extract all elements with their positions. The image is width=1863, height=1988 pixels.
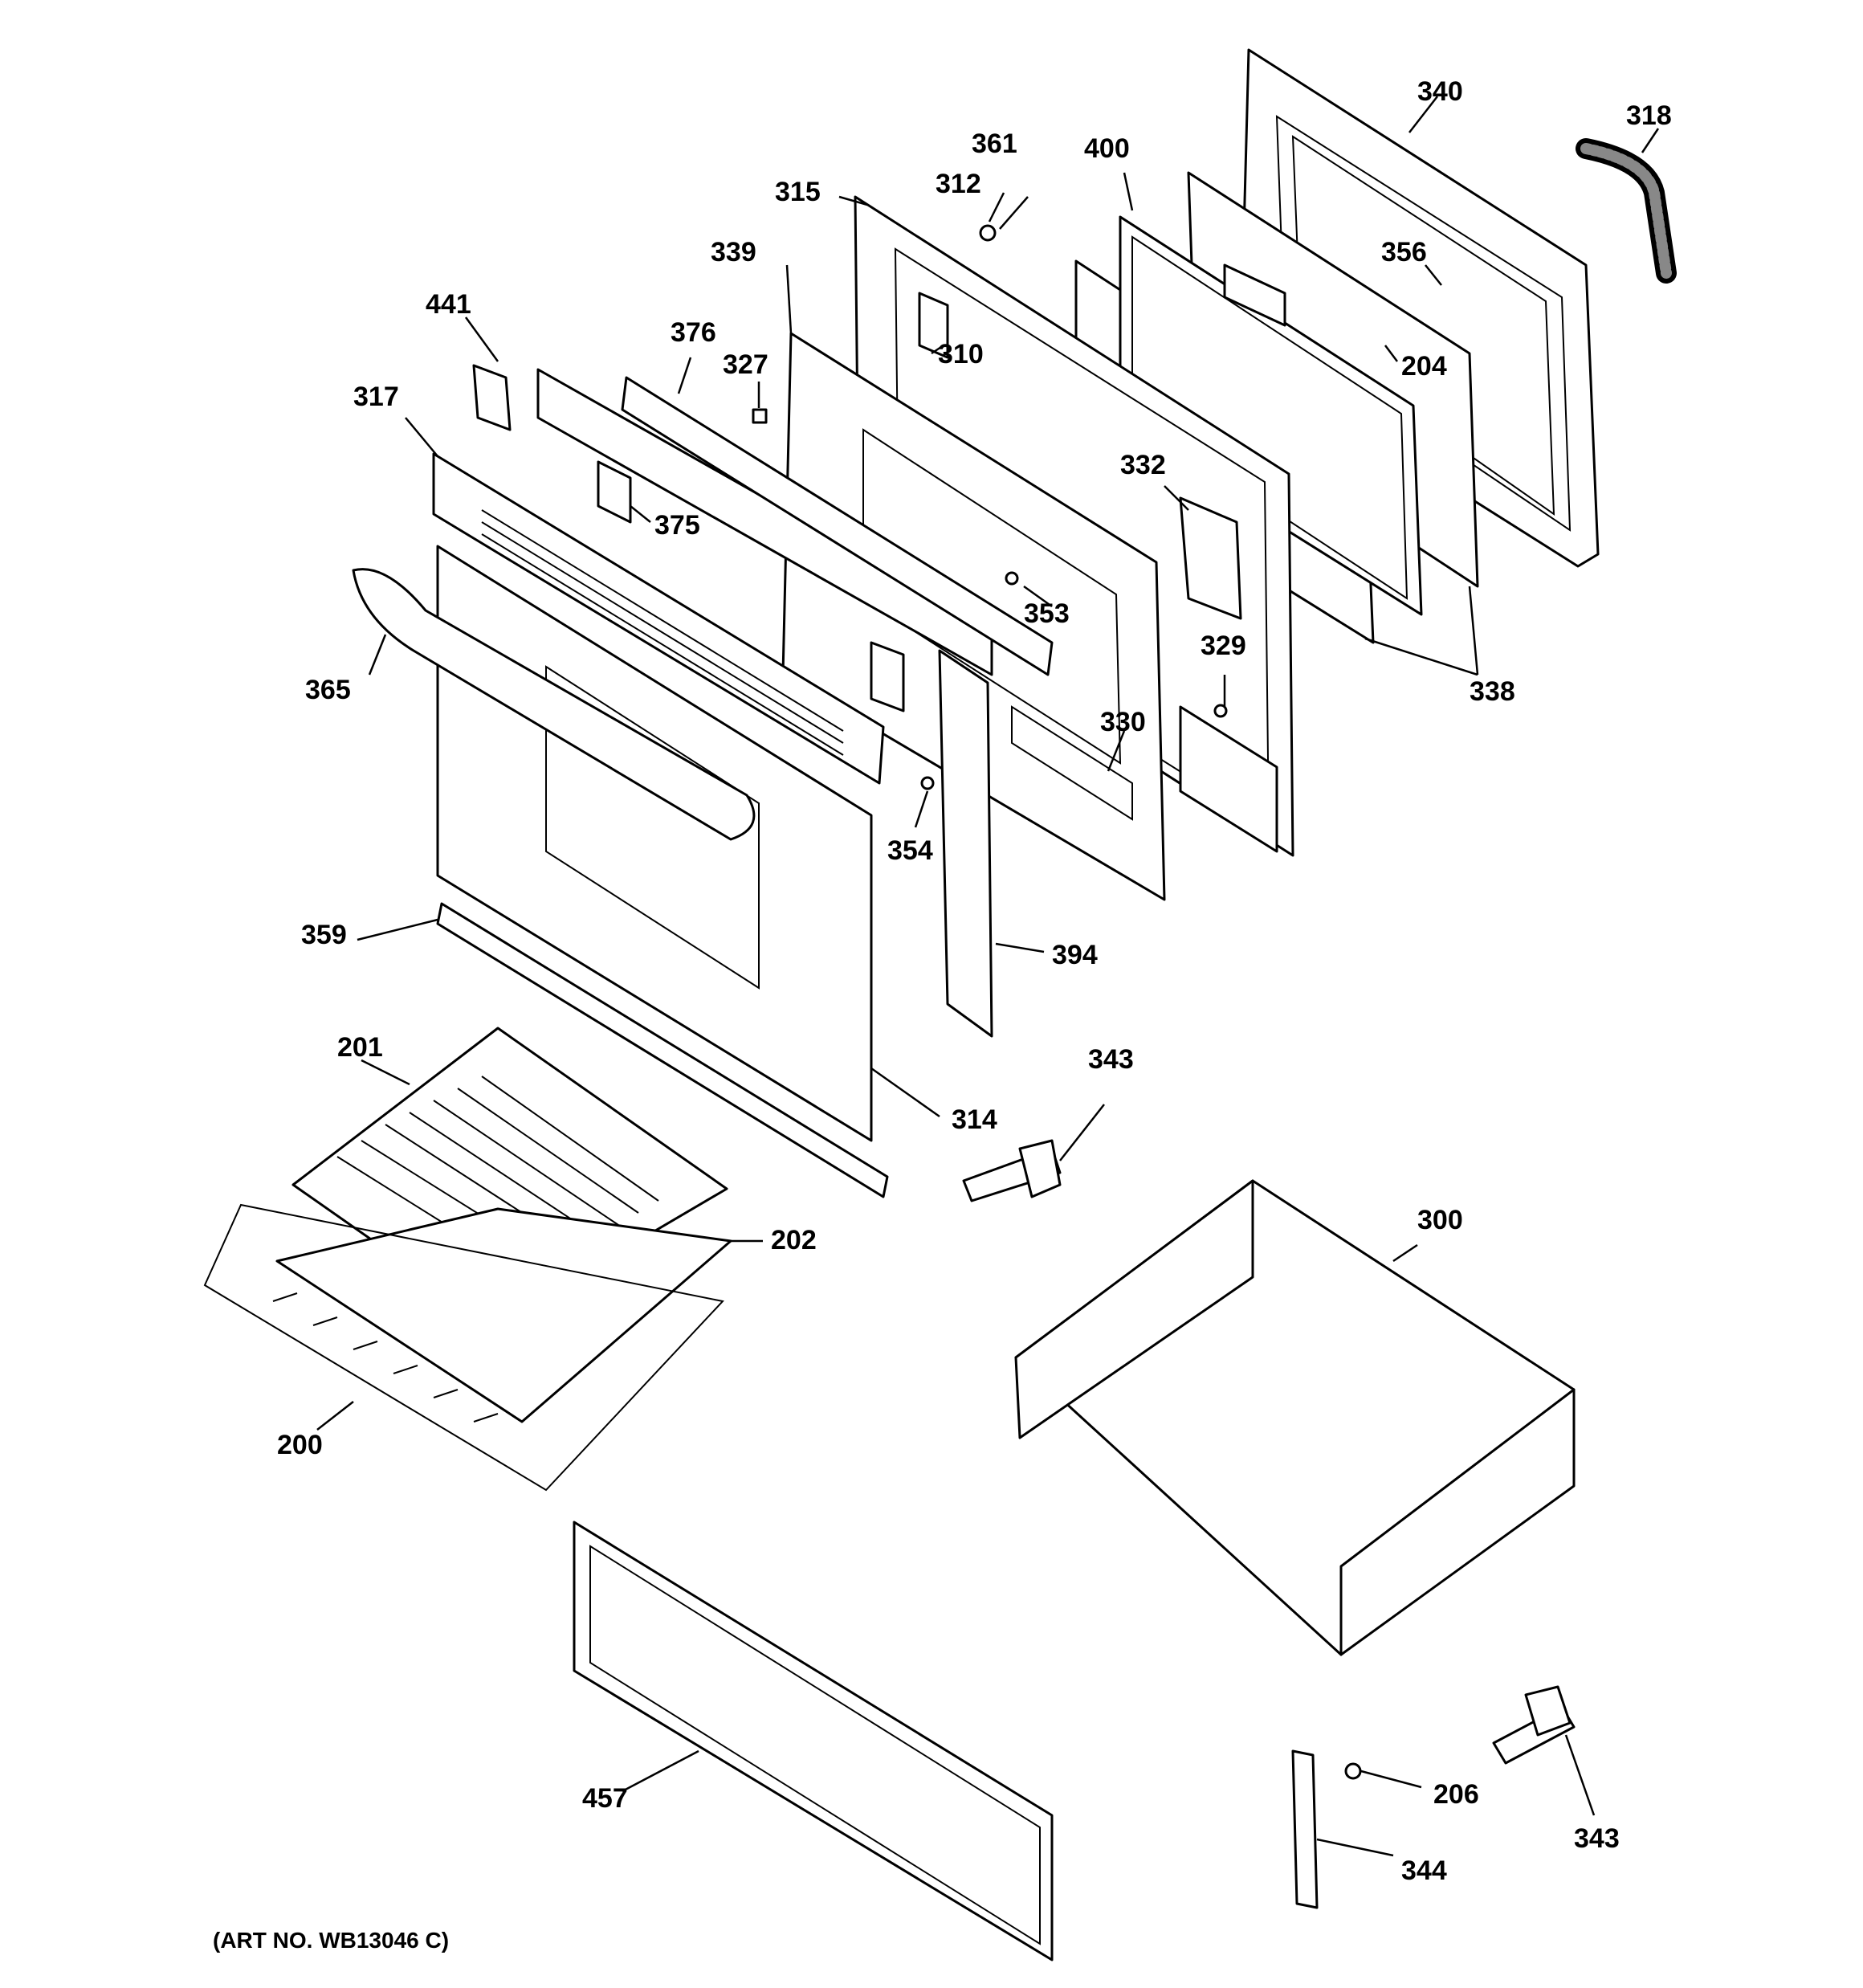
part-broiler-pan: [275, 1207, 732, 1423]
part-hinge-bracket: [472, 263, 1286, 712]
callout-338: 338: [1470, 676, 1515, 707]
callout-400: 400: [1084, 133, 1130, 164]
callout-340: 340: [1417, 76, 1463, 107]
callout-300: 300: [1417, 1205, 1463, 1235]
part-screws: [752, 196, 1228, 790]
callout-365: 365: [305, 675, 351, 705]
callout-318: 318: [1626, 100, 1672, 131]
callout-201: 201: [337, 1032, 383, 1063]
part-door-bottom-trim: [436, 902, 889, 1198]
callout-457: 457: [582, 1783, 628, 1814]
callout-375: 375: [654, 510, 700, 541]
callout-441: 441: [426, 289, 471, 320]
callout-344: 344: [1401, 1855, 1447, 1886]
part-oven-rack: [203, 1203, 724, 1492]
callout-314: 314: [952, 1104, 997, 1135]
callout-330: 330: [1100, 707, 1146, 737]
callout-394: 394: [1052, 940, 1098, 970]
callout-312: 312: [936, 169, 981, 199]
callout-200: 200: [277, 1430, 323, 1460]
callout-332: 332: [1120, 450, 1166, 480]
callout-206: 206: [1433, 1779, 1479, 1810]
part-screw-206: [1344, 1762, 1362, 1780]
callout-317: 317: [353, 382, 399, 412]
part-upper-door-frame: [536, 368, 1054, 676]
art-number: (ART NO. WB13046 C): [213, 1928, 449, 1953]
callout-376: 376: [671, 317, 716, 348]
part-door-hinge-upper: [962, 1139, 1062, 1202]
part-insulation-block: [1179, 496, 1242, 620]
callout-329: 329: [1201, 631, 1246, 661]
part-drawer-slide: [1291, 1749, 1319, 1909]
leader-lines: [316, 96, 1660, 1857]
part-drawer-front: [573, 1521, 1054, 1961]
part-side-trim: [938, 649, 993, 1038]
part-inner-frame: [1119, 215, 1423, 616]
callout-356: 356: [1381, 237, 1427, 267]
part-storage-drawer: [1014, 1179, 1576, 1656]
callout-202: 202: [771, 1225, 817, 1255]
callout-354: 354: [887, 835, 933, 866]
callout-labels: 340 318 361 400 312 315 339 356 441 376 …: [277, 76, 1672, 1886]
callout-359: 359: [301, 920, 347, 950]
callout-353: 353: [1024, 598, 1070, 629]
callout-204: 204: [1401, 351, 1447, 382]
part-gasket: [1576, 138, 1677, 284]
callout-315: 315: [775, 177, 821, 207]
part-door-hinge-lower: [1492, 1685, 1576, 1765]
callout-339: 339: [711, 237, 756, 267]
part-door-handle: [352, 568, 756, 841]
callout-361: 361: [972, 129, 1017, 159]
callout-310: 310: [938, 339, 984, 369]
part-vent-panel: [432, 452, 885, 785]
callout-343-lower: 343: [1574, 1823, 1620, 1854]
callout-343-upper: 343: [1088, 1044, 1134, 1075]
callout-327: 327: [723, 349, 768, 380]
